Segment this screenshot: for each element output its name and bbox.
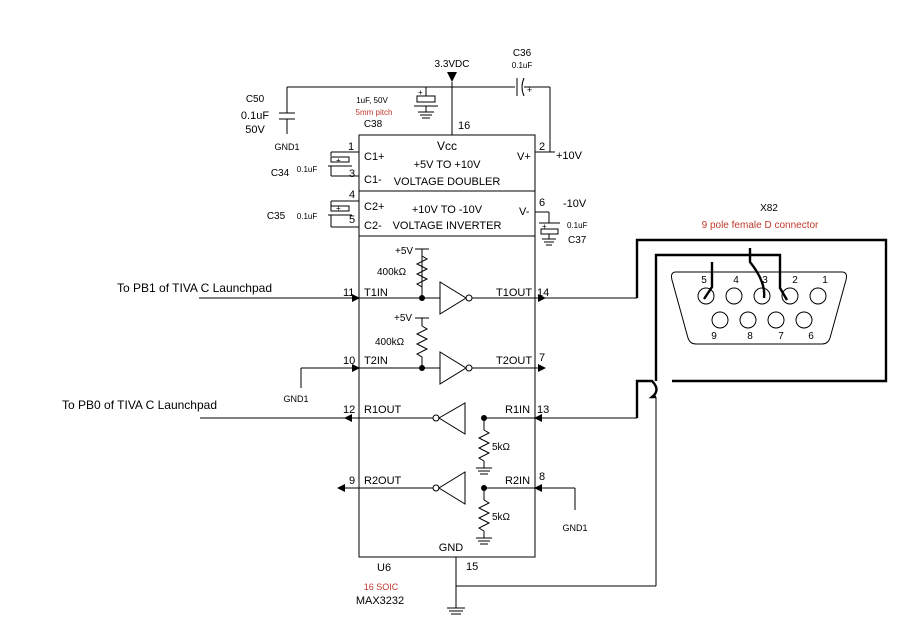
ic-body [358, 134, 536, 558]
c35-value: 0.1uF [297, 212, 318, 221]
inverter-line1: +10V TO -10V [412, 204, 483, 216]
pin-t2out: T2OUT [496, 355, 532, 367]
inverter-line2: VOLTAGE INVERTER [393, 220, 502, 232]
vplus-label: +10V [556, 150, 583, 162]
r5k-b: 5kΩ [492, 512, 511, 523]
connector-ref: X82 [760, 203, 778, 214]
plus5-b: +5V [394, 313, 412, 324]
db9-pin-7: 7 [778, 331, 784, 342]
connector-name: 9 pole female D connector [702, 220, 819, 231]
svg-text:+: + [418, 88, 423, 97]
pin-num-16: 16 [458, 120, 470, 132]
r400-a: 400kΩ [377, 267, 407, 278]
pin-num-2: 2 [539, 141, 545, 153]
plus5-a: +5V [395, 246, 413, 257]
pin-t2in: T2IN [364, 355, 388, 367]
pin-num-4: 4 [349, 189, 355, 201]
c38-pitch: 5mm pitch [356, 108, 393, 117]
pin-r2out: R2OUT [364, 475, 402, 487]
svg-text:+: + [542, 222, 547, 231]
vcc-label: Vcc [437, 139, 457, 153]
pin-num-9: 9 [349, 475, 355, 487]
pin-num-6: 6 [539, 197, 545, 209]
db9-pin-2: 2 [792, 275, 798, 286]
pin-num-1: 1 [348, 141, 354, 153]
pin-c2p: C2+ [364, 201, 385, 213]
chip-part: MAX3232 [356, 595, 404, 607]
note-pb0: To PB0 of TIVA C Launchpad [62, 398, 217, 412]
supply-arrow [447, 72, 457, 82]
vminus-label: -10V [563, 198, 587, 210]
db9-shell [671, 271, 847, 345]
pin-num-12: 12 [343, 404, 355, 416]
db9-pin-3: 3 [762, 275, 768, 286]
pin-c2m: C2- [364, 220, 382, 232]
db9-pin-8: 8 [747, 331, 753, 342]
chip-ref: U6 [377, 562, 391, 574]
c37-value: 0.1uF [567, 221, 588, 230]
svg-text:+: + [336, 204, 341, 213]
pin-t1in: T1IN [364, 287, 388, 299]
c34-value: 0.1uF [297, 165, 318, 174]
gnd1-label-mid: GND1 [283, 394, 308, 404]
db9-pin-6: 6 [808, 331, 814, 342]
pin-r1out: R1OUT [364, 404, 402, 416]
pin-num-14: 14 [537, 287, 549, 299]
svg-text:+: + [336, 156, 341, 165]
doubler-line1: +5V TO +10V [414, 159, 482, 171]
c36-value: 0.1uF [512, 61, 533, 70]
pin-t1out: T1OUT [496, 287, 532, 299]
pin-vp: V+ [517, 151, 531, 163]
c37-ref: C37 [568, 235, 587, 246]
db9-pin-1: 1 [822, 275, 828, 286]
c50-ref: C50 [246, 94, 265, 105]
pin-num-10: 10 [343, 355, 355, 367]
pin-r2in: R2IN [505, 475, 530, 487]
pin-c1m: C1- [364, 174, 382, 186]
pin-vm: V- [519, 206, 530, 218]
pin-num-15: 15 [466, 561, 478, 573]
gnd-label: GND [439, 542, 464, 554]
c38-ref: C38 [364, 119, 383, 130]
c36-ref: C36 [513, 48, 532, 59]
c34-ref: C34 [271, 168, 290, 179]
r5k-a: 5kΩ [492, 442, 511, 453]
db9-pin-9: 9 [711, 331, 717, 342]
db9-pins-bottom [711, 311, 813, 329]
c50-voltage: 50V [245, 124, 265, 136]
pin-num-8: 8 [539, 471, 545, 483]
pin-num-7: 7 [539, 352, 545, 364]
supply-label: 3.3VDC [434, 59, 469, 70]
pin-num-11: 11 [343, 287, 354, 299]
r400-b: 400kΩ [375, 337, 405, 348]
pin-num-3: 3 [349, 168, 355, 180]
c38-value: 1uF, 50V [356, 96, 388, 105]
pin-num-13: 13 [537, 404, 549, 416]
doubler-line2: VOLTAGE DOUBLER [394, 176, 501, 188]
chip-package: 16 SOIC [364, 582, 399, 592]
pin-c1p: C1+ [364, 151, 385, 163]
db9-pin-4: 4 [733, 275, 739, 286]
pin-num-5: 5 [349, 214, 355, 226]
note-pb1: To PB1 of TIVA C Launchpad [117, 281, 272, 295]
gnd1-label-right: GND1 [562, 523, 587, 533]
pin-r1in: R1IN [505, 404, 530, 416]
svg-text:+: + [527, 85, 532, 95]
gnd1-label-top: GND1 [274, 142, 299, 152]
c35-ref: C35 [267, 211, 286, 222]
db9-pins-top [697, 287, 827, 305]
db9-pin-5: 5 [701, 275, 707, 286]
c50-value: 0.1uF [241, 110, 269, 122]
